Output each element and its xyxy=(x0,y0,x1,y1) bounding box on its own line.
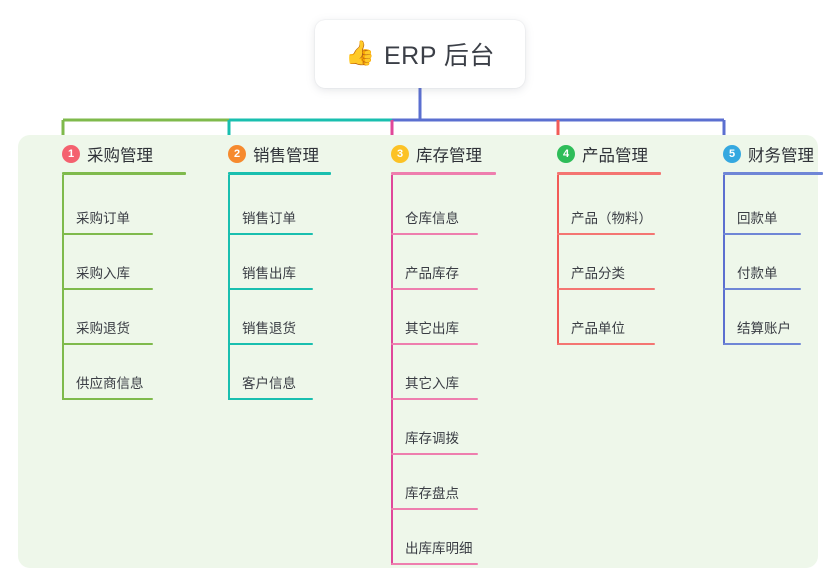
leaf-label: 销售退货 xyxy=(242,321,296,336)
leaf-item[interactable]: 产品（物料） xyxy=(557,181,655,235)
column-header-2[interactable]: 2 销售管理 xyxy=(206,135,331,173)
leaf-label: 销售出库 xyxy=(242,266,296,281)
leaf-label: 产品（物料） xyxy=(571,211,652,226)
leaf-item[interactable]: 产品库存 xyxy=(391,236,478,290)
leaf-underline xyxy=(62,398,153,400)
leaf-item[interactable]: 其它入库 xyxy=(391,346,478,400)
leaf-label: 采购订单 xyxy=(76,211,130,226)
leaf-underline xyxy=(391,508,478,510)
column-1: 1 采购管理采购订单采购入库采购退货供应商信息 xyxy=(40,135,186,400)
column-badge-4: 4 xyxy=(557,145,575,163)
leaf-underline xyxy=(391,343,478,345)
leaf-item[interactable]: 仓库信息 xyxy=(391,181,478,235)
leaf-underline xyxy=(391,398,478,400)
leaf-item[interactable]: 采购入库 xyxy=(62,236,153,290)
column-header-5[interactable]: 5 财务管理 xyxy=(701,135,823,173)
column-spine xyxy=(723,175,725,345)
column-underline xyxy=(557,172,661,175)
leaf-label: 产品单位 xyxy=(571,321,625,336)
column-badge-3: 3 xyxy=(391,145,409,163)
column-title: 采购管理 xyxy=(87,147,153,165)
leaf-underline xyxy=(557,288,655,290)
leaf-item[interactable]: 库存调拨 xyxy=(391,401,478,455)
leaf-label: 库存盘点 xyxy=(405,486,459,501)
leaf-label: 采购入库 xyxy=(76,266,130,281)
leaf-underline xyxy=(228,288,313,290)
leaf-underline xyxy=(391,288,478,290)
column-title: 销售管理 xyxy=(253,147,319,165)
column-5: 5 财务管理回款单付款单结算账户 xyxy=(701,135,823,345)
leaf-item[interactable]: 付款单 xyxy=(723,236,801,290)
leaf-label: 销售订单 xyxy=(242,211,296,226)
leaf-underline xyxy=(557,343,655,345)
leaf-underline xyxy=(723,233,801,235)
column-badge-1: 1 xyxy=(62,145,80,163)
leaf-label: 客户信息 xyxy=(242,376,296,391)
leaf-item[interactable]: 产品分类 xyxy=(557,236,655,290)
column-underline xyxy=(723,172,823,175)
column-underline xyxy=(62,172,186,175)
leaf-item[interactable]: 库存盘点 xyxy=(391,456,478,510)
leaf-label: 产品库存 xyxy=(405,266,459,281)
column-title: 库存管理 xyxy=(416,147,482,165)
column-underline xyxy=(228,172,331,175)
leaf-item[interactable]: 销售订单 xyxy=(228,181,313,235)
leaf-underline xyxy=(62,288,153,290)
leaf-label: 供应商信息 xyxy=(76,376,144,391)
column-title: 产品管理 xyxy=(582,147,648,165)
leaf-underline xyxy=(391,233,478,235)
leaf-item[interactable]: 产品单位 xyxy=(557,291,655,345)
diagram-panel xyxy=(18,135,818,568)
column-spine xyxy=(391,175,393,565)
leaf-underline xyxy=(723,343,801,345)
leaf-underline xyxy=(391,563,478,565)
leaf-label: 其它出库 xyxy=(405,321,459,336)
column-spine xyxy=(557,175,559,345)
column-3: 3 库存管理仓库信息产品库存其它出库其它入库库存调拨库存盘点出库库明细 xyxy=(369,135,496,565)
leaf-underline xyxy=(62,343,153,345)
leaf-label: 采购退货 xyxy=(76,321,130,336)
leaf-label: 付款单 xyxy=(737,266,778,281)
leaf-underline xyxy=(228,233,313,235)
leaf-item[interactable]: 结算账户 xyxy=(723,291,801,345)
leaf-item[interactable]: 采购退货 xyxy=(62,291,153,345)
column-underline xyxy=(391,172,496,175)
leaf-label: 结算账户 xyxy=(737,321,791,336)
leaf-underline xyxy=(723,288,801,290)
column-badge-5: 5 xyxy=(723,145,741,163)
leaf-item[interactable]: 销售出库 xyxy=(228,236,313,290)
column-4: 4 产品管理产品（物料） 产品分类产品单位 xyxy=(535,135,661,345)
leaf-underline xyxy=(62,233,153,235)
column-header-1[interactable]: 1 采购管理 xyxy=(40,135,186,173)
column-header-3[interactable]: 3 库存管理 xyxy=(369,135,496,173)
leaf-underline xyxy=(391,453,478,455)
leaf-label: 回款单 xyxy=(737,211,778,226)
leaf-item[interactable]: 供应商信息 xyxy=(62,346,153,400)
leaf-item[interactable]: 出库库明细 xyxy=(391,511,478,565)
leaf-underline xyxy=(228,343,313,345)
column-spine xyxy=(62,175,64,400)
leaf-label: 产品分类 xyxy=(571,266,625,281)
leaf-label: 仓库信息 xyxy=(405,211,459,226)
leaf-item[interactable]: 客户信息 xyxy=(228,346,313,400)
leaf-label: 出库库明细 xyxy=(405,541,473,556)
leaf-item[interactable]: 销售退货 xyxy=(228,291,313,345)
column-title: 财务管理 xyxy=(748,147,814,165)
leaf-underline xyxy=(557,233,655,235)
root-title: ERP 后台 xyxy=(383,42,495,70)
leaf-item[interactable]: 回款单 xyxy=(723,181,801,235)
leaf-underline xyxy=(228,398,313,400)
column-badge-2: 2 xyxy=(228,145,246,163)
thumbs-up-icon: 👍 xyxy=(345,40,375,67)
leaf-item[interactable]: 其它出库 xyxy=(391,291,478,345)
leaf-label: 库存调拨 xyxy=(405,431,459,446)
leaf-label: 其它入库 xyxy=(405,376,459,391)
column-header-4[interactable]: 4 产品管理 xyxy=(535,135,661,173)
root-node[interactable]: 👍 ERP 后台 xyxy=(315,20,525,88)
column-2: 2 销售管理销售订单销售出库销售退货客户信息 xyxy=(206,135,331,400)
leaf-item[interactable]: 采购订单 xyxy=(62,181,153,235)
column-spine xyxy=(228,175,230,400)
